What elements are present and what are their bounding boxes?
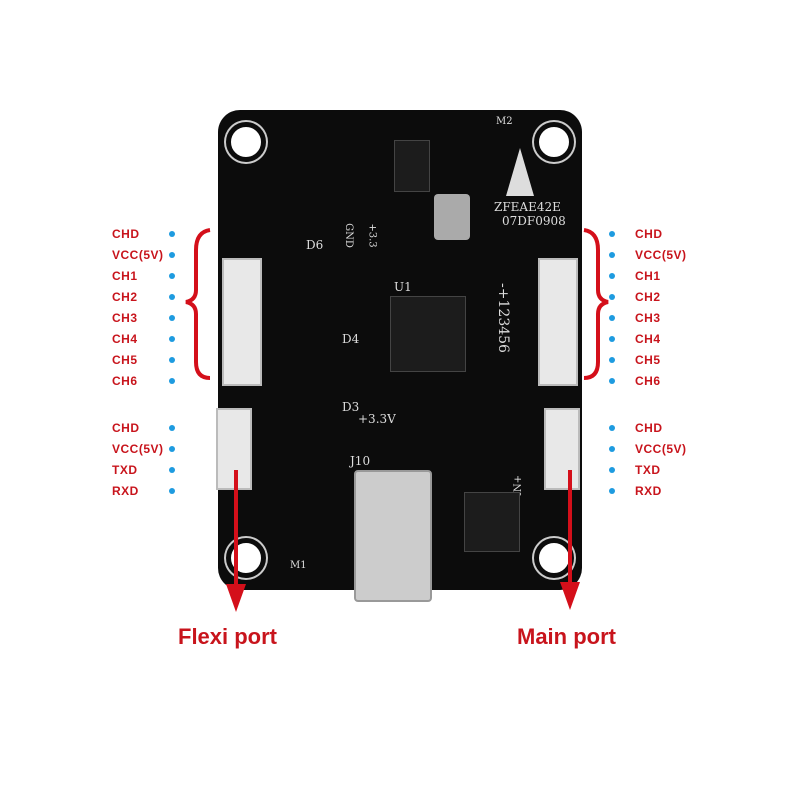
mount-hole <box>226 538 266 578</box>
flexi-channel-connector <box>222 258 262 386</box>
left-pin-label: TXD <box>112 463 138 477</box>
pin-dot <box>169 231 175 237</box>
left-pin-label: CH2 <box>112 290 138 304</box>
left-pin-label: CH4 <box>112 332 138 346</box>
pin-dot <box>169 467 175 473</box>
pin-dot <box>169 315 175 321</box>
right-pin-label: CH1 <box>635 269 661 283</box>
right-pin-label: CH2 <box>635 290 661 304</box>
main-arrow-head-icon <box>560 582 580 610</box>
pin-dot <box>609 252 615 258</box>
left-pin-label: CH5 <box>112 353 138 367</box>
pin-dot <box>169 488 175 494</box>
pin-dot <box>169 294 175 300</box>
pin-dot <box>609 315 615 321</box>
crystal <box>434 194 470 240</box>
right-pin-label: CH3 <box>635 311 661 325</box>
pin-dot <box>169 252 175 258</box>
pin-dot <box>169 425 175 431</box>
right-pin-label: CH5 <box>635 353 661 367</box>
mount-hole <box>534 122 574 162</box>
right-pin-label: RXD <box>635 484 662 498</box>
left-pin-label: CHD <box>112 421 140 435</box>
left-pin-label: RXD <box>112 484 139 498</box>
silk-m2: M2 <box>496 116 513 127</box>
main-serial-connector <box>544 408 580 490</box>
right-bracket <box>583 228 609 380</box>
pin-dot <box>609 378 615 384</box>
pin-dot <box>609 357 615 363</box>
right-pin-label: CHD <box>635 227 663 241</box>
logo-triangle-icon <box>506 148 534 196</box>
flight-controller-board: ZFEAE42E 07DF0908 M2 M1 U1 D6 D4 D3 +3.3… <box>216 110 582 602</box>
left-pin-label: CH6 <box>112 374 138 388</box>
pin-dot <box>169 336 175 342</box>
pin-dot <box>609 467 615 473</box>
left-pin-label: CH1 <box>112 269 138 283</box>
right-pin-label: VCC(5V) <box>635 442 687 456</box>
pin-dot <box>609 488 615 494</box>
silk-d3: D3 <box>342 400 360 414</box>
main-port-label: Main port <box>517 624 616 649</box>
left-pin-label: CH3 <box>112 311 138 325</box>
pin-dot <box>609 336 615 342</box>
left-pin-label: VCC(5V) <box>112 442 164 456</box>
pin-dot <box>609 273 615 279</box>
silk-3v3: +3.3V <box>358 412 396 426</box>
left-bracket <box>185 228 211 380</box>
usb-port <box>354 470 432 602</box>
right-pin-label: CHD <box>635 421 663 435</box>
board-code-2: 07DF0908 <box>502 214 566 228</box>
pin-dot <box>169 446 175 452</box>
pin-dot <box>609 294 615 300</box>
silk-m1: M1 <box>290 560 307 571</box>
board-code-1: ZFEAE42E <box>494 200 561 214</box>
pin-dot <box>609 231 615 237</box>
ic-chip <box>394 140 430 192</box>
silk-u1: U1 <box>394 280 412 294</box>
ic-chip <box>464 492 520 552</box>
right-pin-label: CH6 <box>635 374 661 388</box>
right-pin-label: CH4 <box>635 332 661 346</box>
pin-dot <box>169 357 175 363</box>
right-pin-label: VCC(5V) <box>635 248 687 262</box>
silk-d6: D6 <box>306 238 324 252</box>
mount-hole <box>226 122 266 162</box>
flexi-arrow-head-icon <box>226 584 246 612</box>
main-channel-connector <box>538 258 578 386</box>
left-pin-label: VCC(5V) <box>112 248 164 262</box>
pin-dot <box>169 378 175 384</box>
pin-dot <box>169 273 175 279</box>
flexi-port-label: Flexi port <box>178 624 278 649</box>
mcu-chip <box>390 296 466 372</box>
right-pin-label: TXD <box>635 463 661 477</box>
silk-d4: D4 <box>342 332 360 346</box>
pin-dot <box>609 425 615 431</box>
pin-dot <box>609 446 615 452</box>
left-pin-label: CHD <box>112 227 140 241</box>
silk-j10: J10 <box>350 454 371 468</box>
